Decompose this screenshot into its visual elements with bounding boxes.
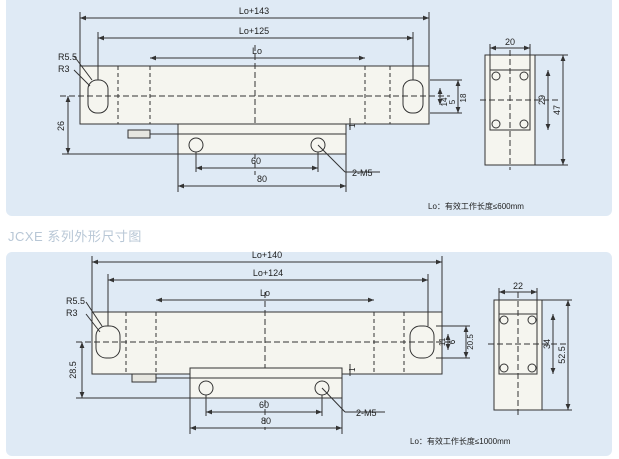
bottom-side-34: 34 xyxy=(542,339,552,349)
top-front-view xyxy=(60,12,462,192)
bottom-dim-80: 80 xyxy=(261,416,271,426)
top-thread: 2-M5 xyxy=(352,168,373,178)
bottom-slot-11: 11 xyxy=(438,337,447,346)
bottom-height-left: 28.5 xyxy=(68,361,78,379)
top-side-47: 47 xyxy=(552,105,562,115)
top-dim-80: 80 xyxy=(257,174,267,184)
bottom-dim-1: 1 xyxy=(348,367,357,372)
bottom-side-view xyxy=(488,288,572,416)
bottom-side-width: 22 xyxy=(513,281,523,291)
top-radius-inner: R3 xyxy=(58,64,70,74)
top-slot-14: 14 xyxy=(440,97,449,106)
section-title: JCXE 系列外形尺寸图 xyxy=(8,229,142,244)
top-dim-60: 60 xyxy=(251,156,261,166)
top-dim-1: 1 xyxy=(348,123,357,128)
top-side-width: 20 xyxy=(505,37,515,47)
bottom-front-view xyxy=(76,256,470,434)
top-dim-holes: Lo+125 xyxy=(239,26,269,36)
bottom-dim-lo: Lo xyxy=(260,288,270,298)
bottom-radius-inner: R3 xyxy=(66,308,78,318)
top-height-left: 26 xyxy=(56,121,66,131)
bottom-dim-total: Lo+140 xyxy=(252,250,282,260)
top-dim-total: Lo+143 xyxy=(239,6,269,16)
bottom-note: Lo：有效工作长度≤1000mm xyxy=(410,436,511,446)
top-note: Lo：有效工作长度≤600mm xyxy=(428,201,524,211)
top-slot-18: 18 xyxy=(459,93,468,102)
top-side-view xyxy=(480,44,568,170)
top-dim-lo: Lo xyxy=(252,46,262,56)
bottom-side-52-5: 52.5 xyxy=(557,346,567,364)
top-side-29: 29 xyxy=(537,95,547,105)
bottom-thread: 2-M5 xyxy=(356,408,377,418)
top-radius-outer: R5.5 xyxy=(58,52,77,62)
bottom-body xyxy=(91,311,443,375)
bottom-slot-20-5: 20.5 xyxy=(466,334,475,350)
top-slot-5: 5 xyxy=(448,99,457,104)
bottom-dim-holes: Lo+124 xyxy=(253,268,283,278)
bottom-slot-6: 6 xyxy=(448,339,457,344)
bottom-dim-60: 60 xyxy=(259,400,269,410)
bottom-radius-outer: R5.5 xyxy=(66,296,85,306)
